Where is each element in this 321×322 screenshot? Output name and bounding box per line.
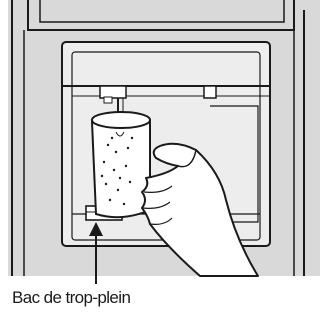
- overflow-tray-label: Bac de trop-plein: [12, 288, 212, 308]
- cup-icon: [92, 112, 150, 217]
